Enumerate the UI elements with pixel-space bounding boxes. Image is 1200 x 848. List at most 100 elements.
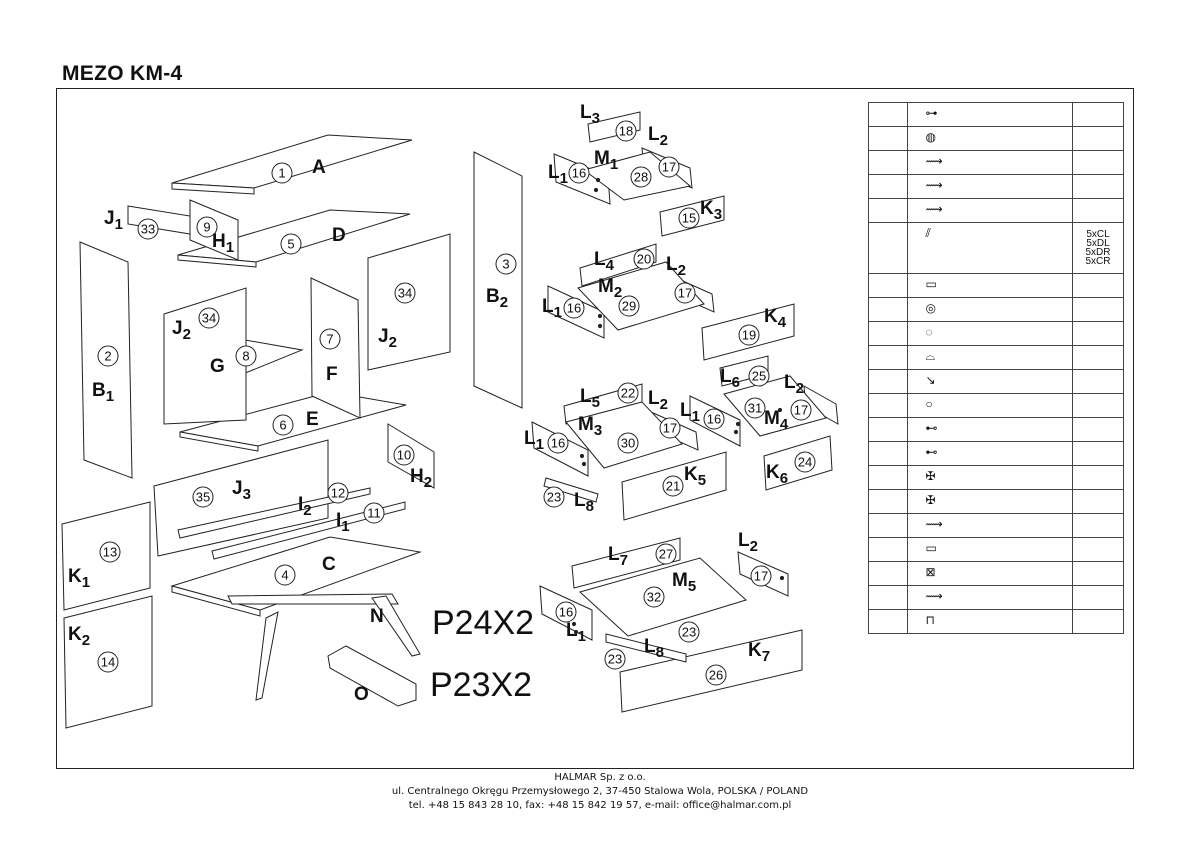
parts-row: ⌓	[868, 345, 1125, 370]
part-number-circle	[547, 432, 569, 454]
part-number-circle	[703, 408, 725, 430]
panel-aedge	[171, 182, 255, 195]
hole-dot	[597, 323, 603, 329]
part-id	[868, 345, 908, 370]
part-number-circle	[274, 564, 296, 586]
screw-icon: ⟿	[925, 517, 943, 531]
part-qty	[1071, 609, 1125, 634]
parts-row: ◍	[868, 126, 1125, 151]
parts-row: ○	[868, 393, 1125, 418]
drawer-runner-icon: ⫽	[925, 226, 931, 240]
panel-i1	[211, 501, 406, 560]
legs-callout: P24X2	[432, 604, 534, 642]
parts-row: ↘	[868, 369, 1125, 394]
part-number-circle	[327, 482, 349, 504]
panel-subscript: 7	[620, 552, 628, 569]
part-id	[868, 393, 908, 418]
parts-row: ⊠	[868, 561, 1125, 586]
part-number: 31	[748, 401, 762, 416]
parts-row: ⊓	[868, 609, 1125, 634]
part-number-circle	[235, 345, 257, 367]
part-number-circle	[137, 218, 159, 240]
part-id	[868, 222, 908, 274]
panel-letter: L2	[648, 124, 668, 149]
panel-letter: N	[370, 606, 384, 627]
parts-row: ⊷	[868, 417, 1125, 442]
part-description: ⟿	[906, 585, 1073, 610]
footer-contact: tel. +48 15 843 28 10, fax: +48 15 842 1…	[408, 800, 792, 811]
part-id	[868, 321, 908, 346]
panel-letter: I1	[336, 510, 350, 535]
panel-subscript: 4	[606, 257, 615, 274]
part-qty	[1071, 585, 1125, 610]
part-id	[868, 489, 908, 514]
panel-f	[310, 277, 361, 419]
rail-callout: P23X2	[430, 666, 532, 704]
part-number: 8	[242, 349, 249, 364]
part-number: 9	[203, 220, 210, 235]
parts-row: ▭	[868, 537, 1125, 562]
parts-row: ⟿	[868, 585, 1125, 610]
part-number-circle	[280, 233, 302, 255]
part-number: 34	[202, 311, 216, 326]
part-number: 3	[502, 257, 509, 272]
footer: HALMAR Sp. z o.o. ul. Centralnego Okręgu…	[0, 771, 1200, 813]
part-number: 5	[287, 237, 294, 252]
part-number: 22	[621, 386, 635, 401]
panel-subscript: 3	[243, 486, 251, 503]
part-description: ↘	[906, 369, 1073, 394]
part-number: 23	[608, 652, 622, 667]
part-number: 15	[682, 211, 696, 226]
part-number: 17	[678, 286, 692, 301]
part-number-circle	[97, 345, 119, 367]
part-number: 35	[196, 490, 210, 505]
part-number-circle	[655, 543, 677, 565]
part-number: 25	[752, 369, 766, 384]
part-description: ⟿	[906, 174, 1073, 199]
screw-icon: ⟿	[925, 154, 943, 168]
panel-letter: F	[326, 364, 338, 385]
part-number: 16	[559, 605, 573, 620]
part-qty	[1071, 561, 1125, 586]
panel-subscript: 1	[610, 156, 618, 173]
part-qty	[1071, 489, 1125, 514]
panel-subscript: 1	[226, 239, 234, 256]
part-number-circle	[633, 248, 655, 270]
panel-letter: L2	[648, 388, 668, 413]
panel-l8	[543, 477, 599, 503]
panel-subscript: 6	[780, 470, 788, 487]
part-number: 10	[397, 448, 411, 463]
panel-letter: L8	[644, 636, 664, 661]
hole-dot	[735, 421, 741, 427]
part-number-circle	[196, 216, 218, 238]
part-number-circle	[744, 397, 766, 419]
bracket-icon: ✠	[925, 469, 936, 483]
part-number-circle	[97, 651, 119, 673]
panel-subscript: 8	[656, 644, 664, 661]
part-number-circle	[615, 120, 637, 142]
clip-icon: ⊠	[925, 565, 936, 579]
hole-dot	[595, 177, 601, 183]
leg-left	[255, 611, 279, 701]
hole-dot	[579, 453, 585, 459]
hole-dot	[777, 407, 783, 413]
part-number-circle	[555, 601, 577, 623]
part-number-circle	[794, 451, 816, 473]
panel-j1	[127, 205, 191, 235]
part-number: 16	[707, 412, 721, 427]
part-description: ◌	[906, 321, 1073, 346]
panel-letter: E	[306, 409, 319, 430]
part-number-circle	[790, 399, 812, 421]
part-number: 24	[798, 455, 812, 470]
part-qty	[1071, 537, 1125, 562]
parts-row: ✠	[868, 489, 1125, 514]
part-number: 28	[634, 170, 648, 185]
part-number: 7	[326, 332, 333, 347]
panel-letter: C	[322, 554, 336, 575]
panel-subscript: 2	[424, 474, 432, 491]
part-description: ✠	[906, 465, 1073, 490]
hole-dot	[733, 429, 739, 435]
part-number: 33	[141, 222, 155, 237]
part-number: 17	[794, 403, 808, 418]
part-number-circle	[271, 162, 293, 184]
